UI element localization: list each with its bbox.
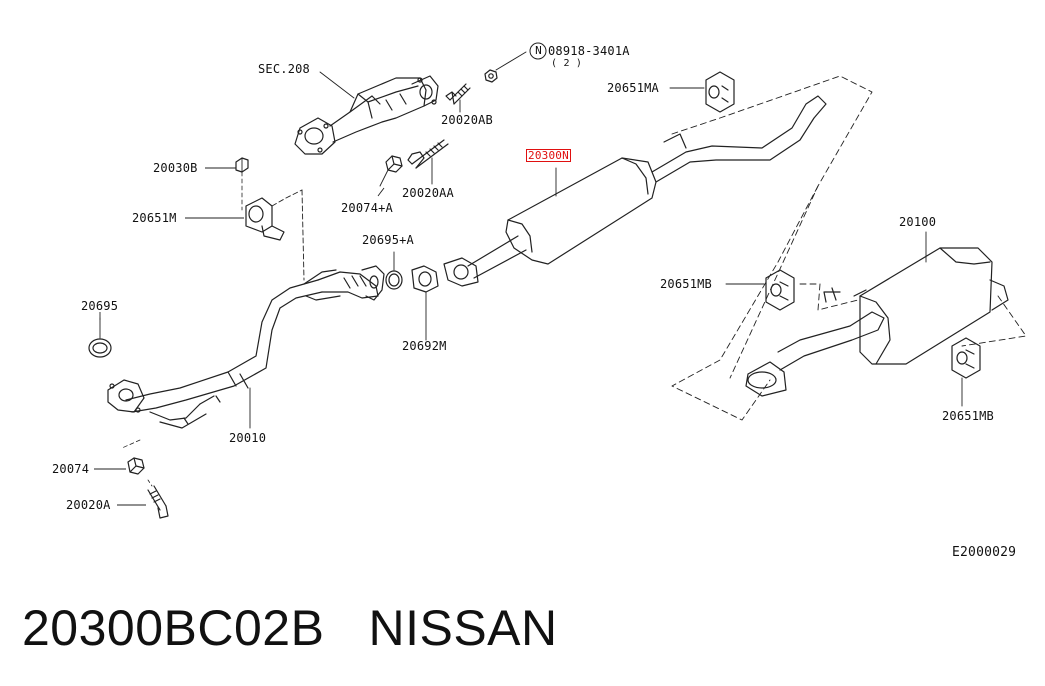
label-20020ab[interactable]: 20020AB [441, 113, 493, 127]
flange-gasket [443, 257, 479, 287]
center-muffler-20300n [467, 95, 827, 279]
brand-name: NISSAN [368, 600, 558, 656]
nut-20074a-top [379, 155, 403, 187]
dashed-group-boundaries [671, 75, 1027, 421]
nut-20030b [235, 157, 249, 211]
label-20651ma[interactable]: 20651MA [607, 81, 659, 95]
mount-bracket-20651m [245, 189, 305, 281]
label-20651mb-right[interactable]: 20651MB [942, 409, 994, 423]
gasket-20692m [411, 265, 439, 341]
label-nut-quantity: ( 2 ) [551, 58, 583, 69]
diagram-code: E2000029 [952, 545, 1017, 560]
label-20651mb-left[interactable]: 20651MB [660, 277, 712, 291]
label-20100[interactable]: 20100 [899, 215, 937, 229]
gasket-20695a [385, 251, 403, 290]
label-20074[interactable]: 20074 [52, 462, 90, 476]
part-number: 20300BC02B [22, 600, 325, 656]
label-20030b[interactable]: 20030B [153, 161, 198, 175]
label-20020a[interactable]: 20020A [66, 498, 111, 512]
label-sec208[interactable]: SEC.208 [258, 62, 310, 76]
rubber-mount-20651mb-left [725, 269, 795, 311]
part-title: 20300BC02B NISSAN [22, 600, 558, 656]
stud-20020aa [407, 139, 449, 185]
catalytic-converter [294, 71, 439, 155]
label-20010[interactable]: 20010 [229, 431, 267, 445]
label-20300n-highlighted[interactable]: 20300N [526, 149, 571, 162]
nut-08918 [484, 42, 547, 83]
front-pipe-20010 [107, 265, 385, 429]
bolt-20020a [147, 479, 169, 519]
bolt-20020ab [445, 83, 471, 113]
label-20695a[interactable]: 20695+A [362, 233, 414, 247]
label-20692m[interactable]: 20692M [402, 339, 447, 353]
rubber-mount-20651mb-right [951, 337, 981, 407]
main-muffler-20100 [745, 231, 1009, 397]
label-20651m[interactable]: 20651M [132, 211, 177, 225]
label-20695[interactable]: 20695 [81, 299, 119, 313]
label-20020aa[interactable]: 20020AA [402, 186, 454, 200]
label-20074a-top[interactable]: 20074+A [341, 201, 393, 215]
rubber-mount-20651ma [669, 71, 735, 113]
nut-circle-symbol: N [535, 44, 542, 57]
gasket-20695 [88, 317, 112, 358]
nut-20074 [121, 439, 145, 475]
label-08918-3401a[interactable]: 08918-3401A [548, 44, 630, 58]
